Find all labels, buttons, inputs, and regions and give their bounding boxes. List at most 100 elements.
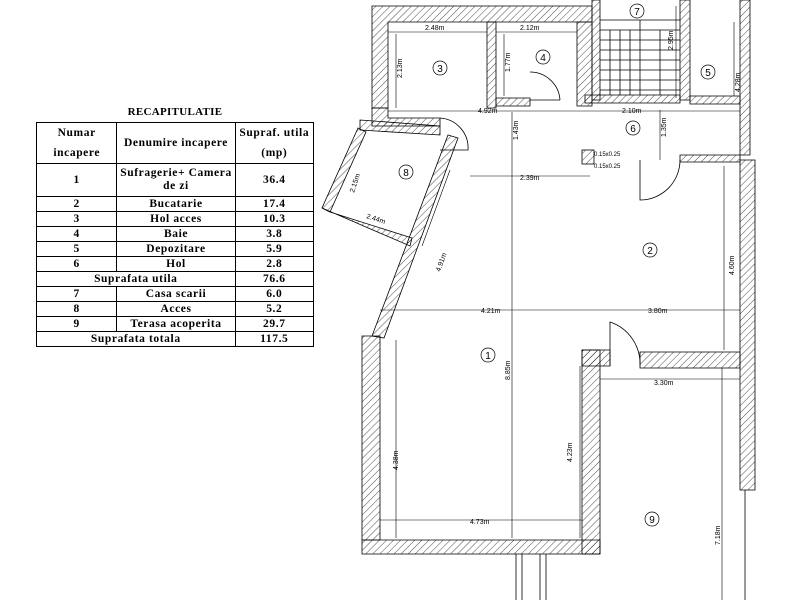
dim-label: 2.15m <box>349 173 362 194</box>
room-marker-5: 5 <box>700 64 716 80</box>
wall-left-lower <box>361 335 381 541</box>
dim-label: 2.48m <box>425 25 445 32</box>
wall-mid-right <box>581 349 601 555</box>
row-name: Bucatarie <box>116 196 236 212</box>
table-header-row: Numar incapere Denumire incapere Supraf.… <box>35 122 315 164</box>
wall-right-lower <box>739 159 756 491</box>
dim-label: 1.77m <box>505 52 512 72</box>
vent-label: 0.15x0.25 <box>594 152 621 158</box>
row-nr: 6 <box>35 256 118 272</box>
total-value: 117.5 <box>234 331 315 347</box>
wall-hol-right <box>679 154 741 163</box>
vent-label: 0.15x0.25 <box>594 164 621 170</box>
recap-title: RECAPITULATIE <box>127 106 223 118</box>
dim-label: 7.18m <box>715 525 722 545</box>
svg-text:9: 9 <box>649 515 655 526</box>
dim-label: 2.39m <box>520 175 540 182</box>
row-name: Hol <box>116 256 236 272</box>
dim-label: 2.95m <box>668 30 675 50</box>
row-area: 6.0 <box>234 286 315 302</box>
svg-text:4: 4 <box>540 53 546 64</box>
wall-stair-left <box>591 0 601 101</box>
row-name: Depozitare <box>116 241 236 257</box>
dim-label: 3.30m <box>654 380 674 387</box>
door-terrace <box>609 321 641 367</box>
dim-label: 2.13m <box>397 58 404 78</box>
door-room8 <box>439 117 469 151</box>
row-nr: 1 <box>35 163 118 197</box>
wall-stair-right <box>679 0 691 101</box>
dim-label: 8.85m <box>505 360 512 380</box>
row-nr: 8 <box>35 301 118 317</box>
subtotal-label: Suprafata utila <box>36 271 236 287</box>
vent-box <box>581 149 595 165</box>
wall-room8-top <box>359 119 441 136</box>
svg-text:5: 5 <box>705 68 711 79</box>
dim-label: 4.73m <box>470 519 490 526</box>
table-row: 6 Hol 2.8 <box>35 256 315 272</box>
recap-table-panel: RECAPITULATIE Numar incapere Denumire in… <box>35 106 315 347</box>
wall-stair-bottom <box>584 94 681 104</box>
svg-text:2: 2 <box>647 246 653 257</box>
room-marker-1: 1 <box>480 347 496 363</box>
table-row: 9 Terasa acoperita 29.7 <box>35 316 315 332</box>
dimension-lines <box>380 6 740 600</box>
room-marker-4: 4 <box>535 49 551 65</box>
room-marker-2: 2 <box>642 242 658 258</box>
row-name: Baie <box>116 226 236 242</box>
row-area: 5.2 <box>234 301 315 317</box>
subtotal-row: Suprafata utila 76.6 <box>36 271 315 287</box>
room-marker-3: 3 <box>432 60 448 76</box>
svg-text:8: 8 <box>403 168 409 179</box>
row-nr: 7 <box>35 286 118 302</box>
dim-label: 4.23m <box>567 442 574 462</box>
dim-label: 4.21m <box>481 308 501 315</box>
dim-label: 3.80m <box>648 308 668 315</box>
dim-label: 4.60m <box>729 255 736 275</box>
row-nr: 3 <box>35 211 118 227</box>
terrace-railing <box>515 490 746 600</box>
dim-label: 4.91m <box>435 252 448 273</box>
room-marker-6: 6 <box>625 120 641 136</box>
row-area: 36.4 <box>234 163 315 197</box>
room-marker-7: 7 <box>629 3 645 19</box>
doors <box>439 71 681 367</box>
wall-mid-top <box>581 349 611 367</box>
wall-room4-left <box>486 21 497 109</box>
table-row: 4 Baie 3.8 <box>35 226 315 242</box>
row-nr: 5 <box>35 241 118 257</box>
svg-text:1: 1 <box>485 351 491 362</box>
header-area: Supraf. utila (mp) <box>234 122 315 164</box>
dim-label: 4.28m <box>735 72 742 92</box>
row-name: Acces <box>116 301 236 317</box>
room-marker-8: 8 <box>398 164 414 180</box>
floor-plan: 1 2 3 4 5 6 7 8 9 2.48m 2.12m 2.13m 1.77… <box>321 0 756 600</box>
row-name: Hol acces <box>116 211 236 227</box>
wall-room4-right <box>576 21 593 107</box>
row-nr: 2 <box>35 196 118 212</box>
table-row: 3 Hol acces 10.3 <box>35 211 315 227</box>
wall-bottom <box>361 539 601 555</box>
door-room4 <box>529 71 561 101</box>
room-labels: 1 2 3 4 5 6 7 8 9 <box>398 3 716 527</box>
row-nr: 9 <box>35 316 118 332</box>
row-name: Sufragerie+ Camera de zi <box>116 163 236 197</box>
svg-text:7: 7 <box>634 7 640 18</box>
total-label: Suprafata totala <box>36 331 236 347</box>
svg-text:3: 3 <box>437 64 443 75</box>
row-nr: 4 <box>35 226 118 242</box>
table-row: 5 Depozitare 5.9 <box>35 241 315 257</box>
dim-label: 4.92m <box>478 108 498 115</box>
recap-table: Numar incapere Denumire incapere Supraf.… <box>35 122 315 347</box>
table-row: 2 Bucatarie 17.4 <box>35 196 315 212</box>
header-name: Denumire incapere <box>116 122 236 164</box>
header-nr: Numar incapere <box>35 122 118 164</box>
dim-label: 2.10m <box>622 108 642 115</box>
row-name: Casa scarii <box>116 286 236 302</box>
door-hol <box>639 159 681 201</box>
wall-diagonal <box>371 134 459 339</box>
table-row: 8 Acces 5.2 <box>35 301 315 317</box>
stairs <box>600 19 680 95</box>
walls <box>321 0 756 555</box>
dim-label: 1.35m <box>661 117 668 137</box>
